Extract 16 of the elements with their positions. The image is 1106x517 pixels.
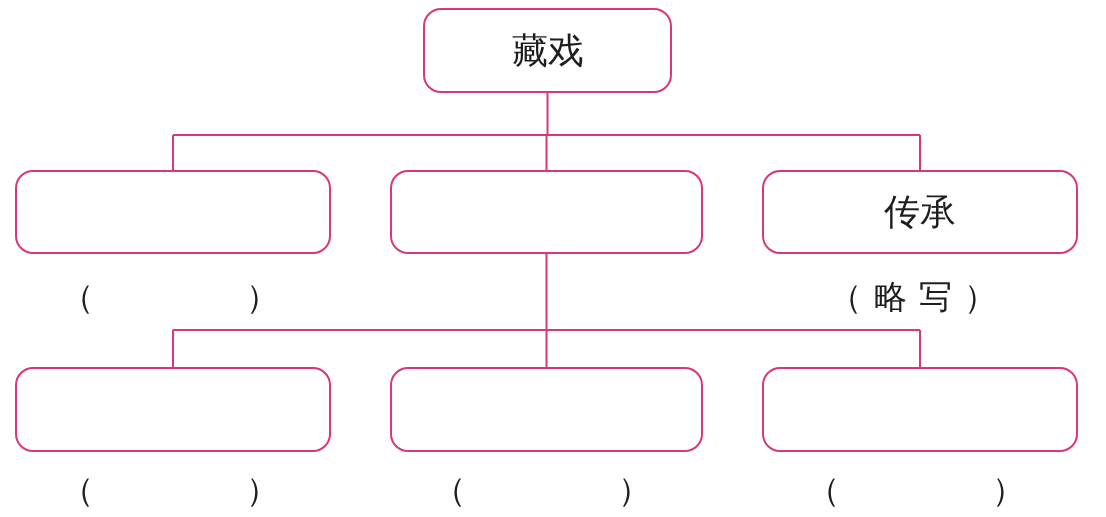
answer-box xyxy=(762,367,1078,452)
connector-line xyxy=(172,253,921,368)
note-text: （略写） xyxy=(829,276,1009,318)
rounded-box xyxy=(423,8,672,93)
answer-box xyxy=(390,367,703,452)
answer-box xyxy=(15,170,331,254)
answer-blank: （ ） xyxy=(433,469,655,511)
answer-blank: （ ） xyxy=(807,469,1029,511)
answer-blank: （ ） xyxy=(61,276,283,318)
answer-box xyxy=(15,367,331,452)
answer-box xyxy=(390,170,703,254)
node-label: 藏戏 xyxy=(511,28,584,73)
connector-line xyxy=(172,92,921,171)
rounded-box xyxy=(762,170,1078,254)
node-label: 传承 xyxy=(884,190,956,234)
answer-blank: （ ） xyxy=(61,469,283,511)
